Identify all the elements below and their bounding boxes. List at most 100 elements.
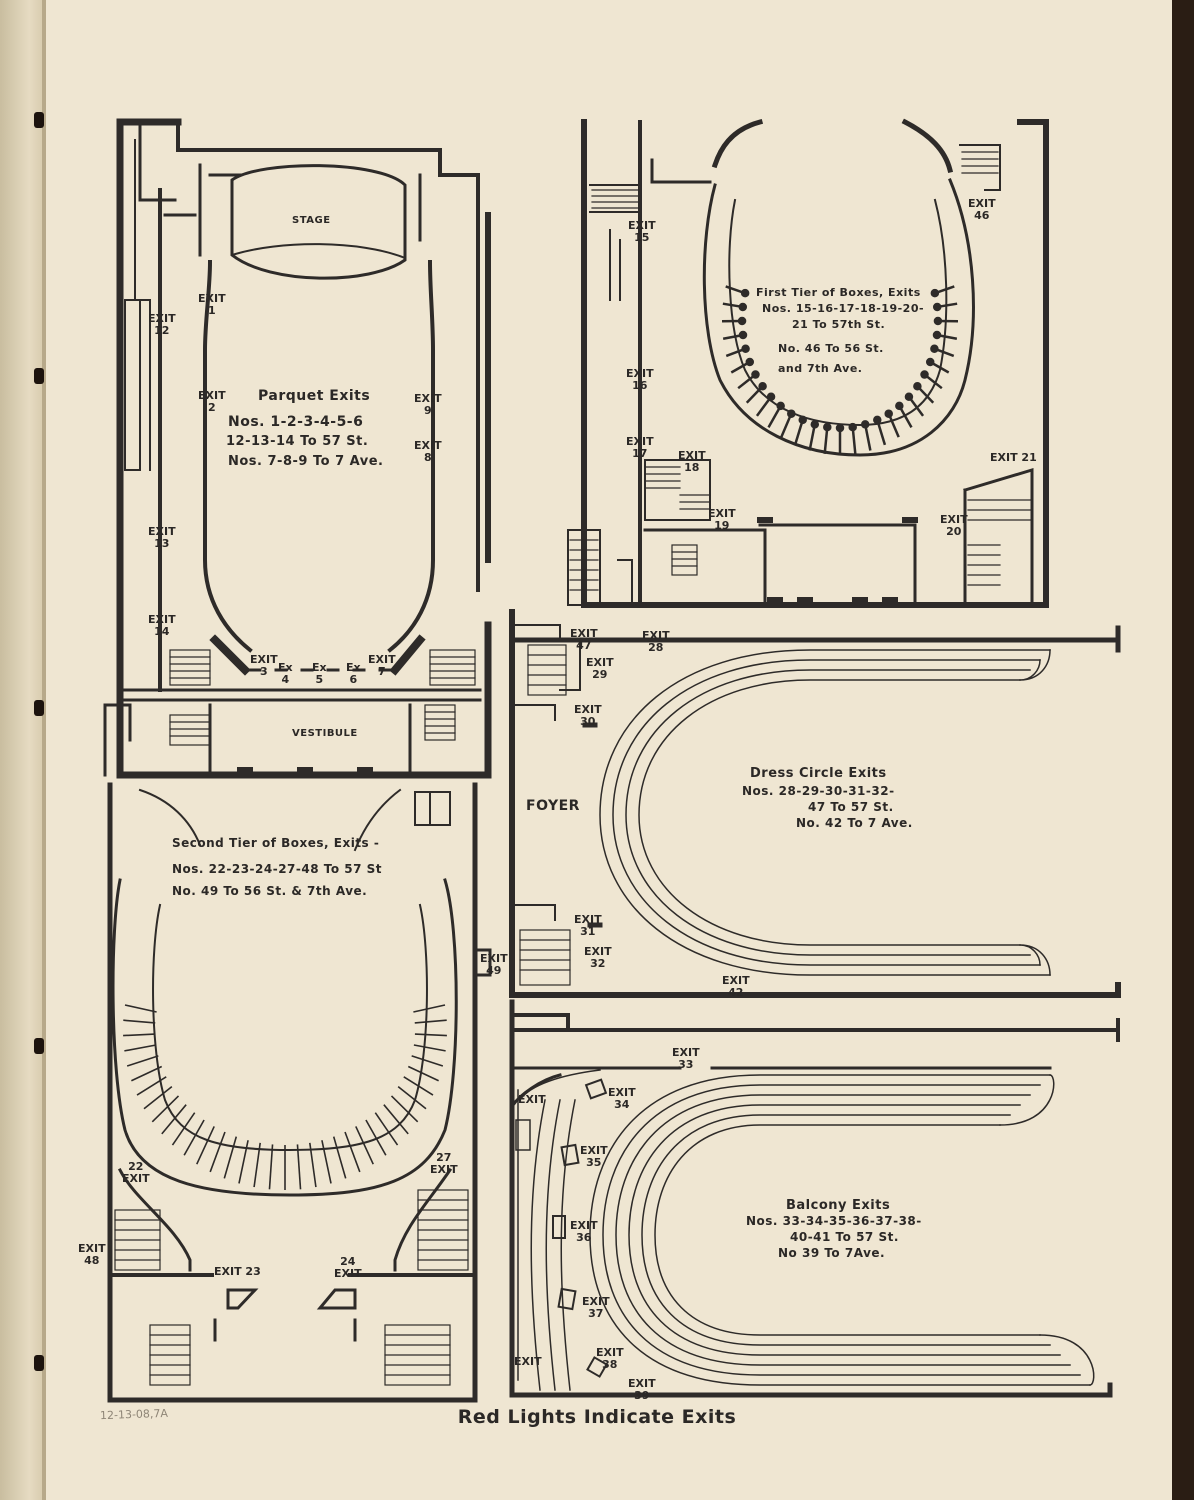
box-partition-dot	[930, 344, 939, 353]
box-partition-dot	[787, 409, 796, 418]
exit-marker-ebal1: EXIT	[518, 1093, 546, 1106]
box-partition	[413, 1004, 446, 1013]
box-partition-dot	[810, 420, 820, 429]
box-partition-dot	[740, 288, 750, 298]
box-partition-dot	[932, 330, 942, 340]
second-tier-plan	[107, 782, 492, 1403]
box-partition	[413, 1044, 446, 1052]
balcony-line-2: 40-41 To 57 St.	[790, 1230, 899, 1244]
box-partition-dot	[925, 357, 935, 367]
box-partition-dot	[738, 302, 748, 312]
box-partition	[793, 419, 804, 446]
dress-circle-line-1: Nos. 28-29-30-31-32-	[742, 784, 895, 798]
box-partition	[136, 1076, 167, 1096]
box-partition	[123, 1019, 156, 1024]
box-partition	[183, 1119, 205, 1156]
box-partition	[309, 1142, 317, 1188]
second-tier-line-1: Nos. 22-23-24-27-48 To 57 St	[172, 862, 383, 876]
stage-label: STAGE	[292, 215, 331, 226]
first-tier-line-3: No. 46 To 56 St.	[778, 342, 884, 355]
parquet-line-1: Nos. 1-2-3-4-5-6	[228, 414, 364, 430]
box-partition	[124, 1004, 157, 1013]
box-partition-dot	[751, 370, 760, 379]
box-partition	[209, 1131, 226, 1173]
box-partition	[171, 1112, 196, 1146]
box-partition-dot	[933, 316, 943, 326]
first-tier-line-4: and 7th Ave.	[778, 362, 863, 375]
box-partition	[126, 1055, 159, 1067]
exit-marker-e21: EXIT 21	[990, 451, 1037, 464]
caption: Red Lights Indicate Exits	[457, 1406, 737, 1428]
box-partition-dot	[860, 420, 870, 429]
box-partition	[808, 424, 817, 451]
box-partition	[374, 1112, 399, 1146]
box-partition	[823, 426, 829, 454]
parquet-plan	[103, 118, 492, 779]
box-partition-dot	[798, 415, 807, 425]
second-tier-title: Second Tier of Boxes, Exits -	[172, 836, 380, 850]
box-partition	[397, 1086, 427, 1110]
box-partition-dot	[737, 316, 747, 326]
background-edge	[1172, 0, 1194, 1500]
box-partition	[143, 1086, 173, 1110]
box-partition-dot	[835, 423, 845, 433]
balcony-line-3: No 39 To 7Ave.	[778, 1246, 886, 1260]
binding-hole	[34, 368, 44, 384]
box-partition-dot	[848, 422, 857, 432]
balcony-line-1: Nos. 33-34-35-36-37-38-	[746, 1214, 922, 1228]
box-partition	[876, 419, 887, 446]
box-partition	[851, 426, 857, 454]
box-partition-dot	[776, 401, 785, 411]
box-partition	[238, 1140, 249, 1184]
box-partition-dot	[920, 370, 929, 379]
dress-circle-line-3: No. 42 To 7 Ave.	[796, 816, 913, 830]
binding-hole	[34, 112, 44, 128]
first-tier-line-1: Nos. 15-16-17-18-19-20-	[762, 302, 925, 315]
binding-hole	[34, 1355, 44, 1371]
box-partition	[407, 1065, 439, 1082]
box-partition	[196, 1126, 215, 1165]
dress-circle-plan	[509, 609, 1121, 998]
box-partition	[365, 1119, 387, 1156]
binding-spine	[0, 0, 42, 1500]
box-partition	[123, 1033, 156, 1037]
box-partition-dot	[758, 381, 767, 391]
balcony-title: Balcony Exits	[786, 1198, 891, 1213]
first-tier-title: First Tier of Boxes, Exits	[756, 286, 921, 299]
box-partition	[411, 1055, 444, 1067]
spine-edge	[42, 0, 46, 1500]
box-partition	[414, 1033, 447, 1037]
box-partition	[355, 1126, 374, 1165]
box-partition	[151, 1095, 180, 1123]
box-partition	[403, 1076, 434, 1096]
box-partition-dot	[930, 288, 940, 298]
